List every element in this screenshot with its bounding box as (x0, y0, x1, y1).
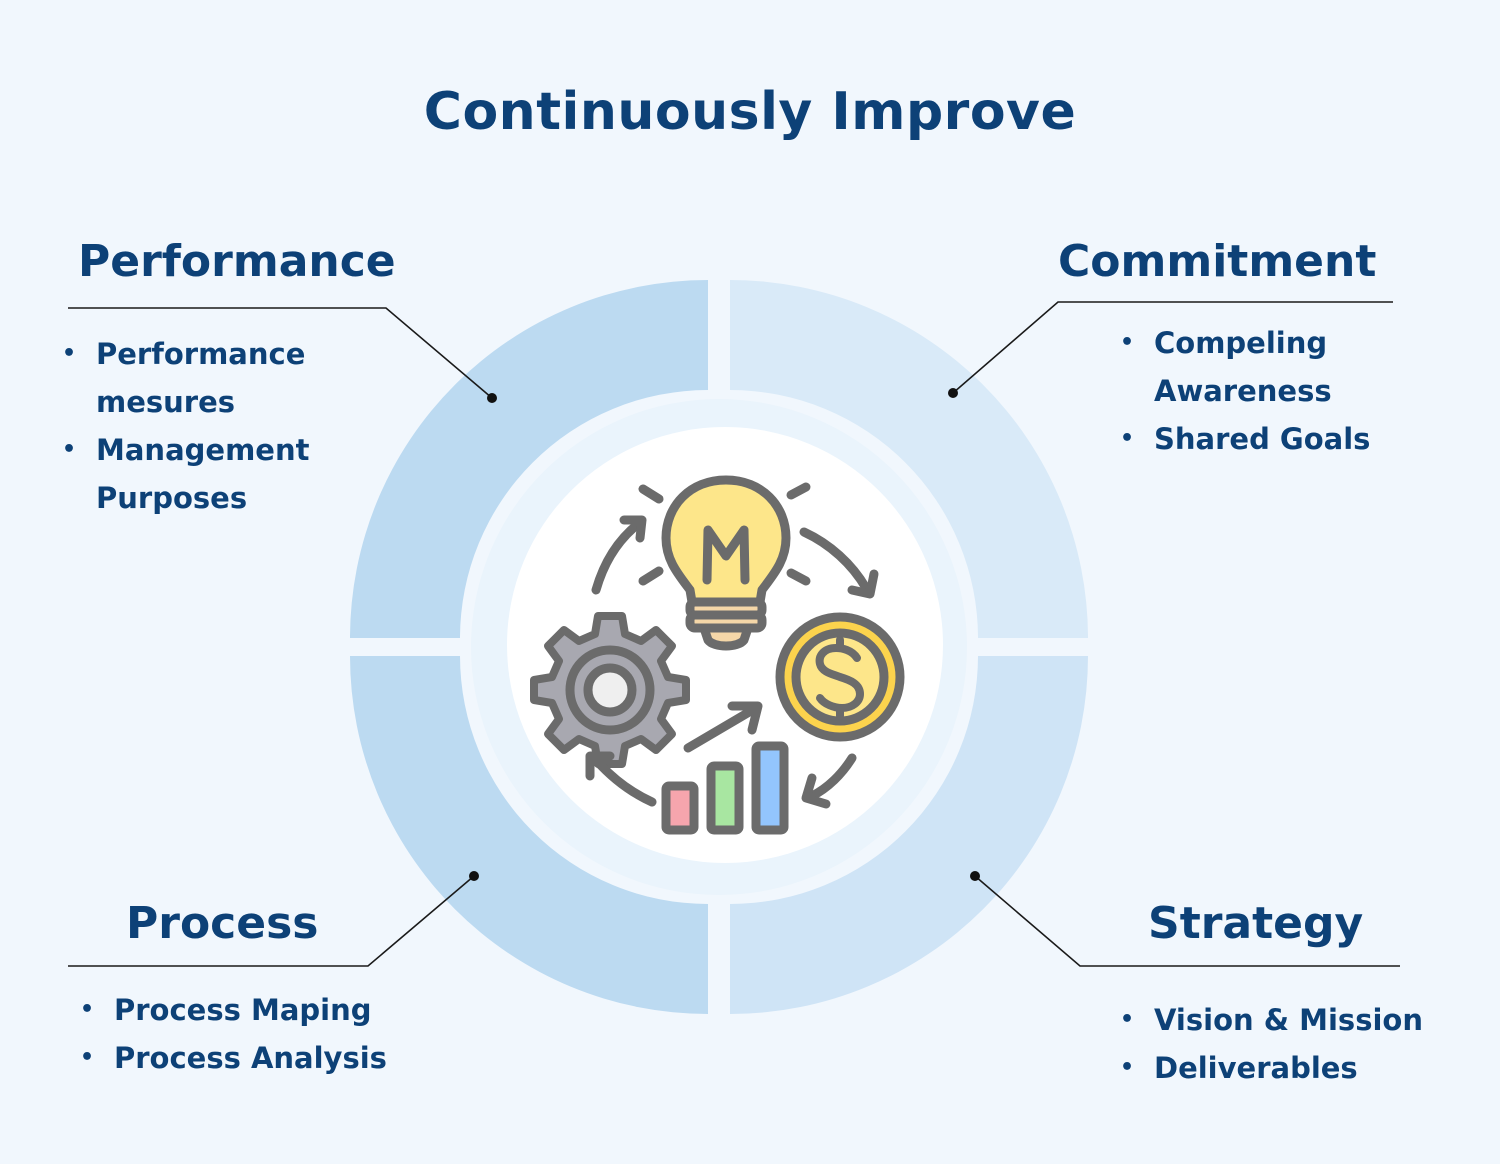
process-heading: Process (126, 898, 319, 949)
connector-process (68, 875, 475, 967)
process-list: Process Maping Process Analysis (80, 986, 420, 1082)
connector-strategy (974, 875, 1400, 967)
performance-list: Performance mesures Management Purposes (62, 330, 362, 522)
list-item: Deliverables (1120, 1044, 1460, 1092)
list-item: Vision & Mission (1120, 996, 1460, 1044)
page-title: Continuously Improve (423, 82, 1077, 142)
connector-performance (68, 307, 493, 399)
ring-segment-process (350, 656, 708, 1014)
connector-commitment (952, 301, 1393, 394)
lightbulb-icon (638, 475, 811, 651)
ring-segment-strategy (730, 656, 1088, 1014)
list-item: Shared Goals (1120, 415, 1420, 463)
bar-chart-icon (661, 701, 789, 835)
list-item: Management Purposes (62, 426, 362, 522)
connector-dot-commitment (948, 388, 958, 398)
ring-segment-commitment (730, 280, 1088, 638)
list-item: Process Maping (80, 986, 420, 1034)
dollar-coin-icon (775, 612, 905, 742)
gear-icon (530, 612, 690, 768)
list-item: Process Analysis (80, 1034, 420, 1082)
commitment-heading: Commitment (1058, 236, 1377, 287)
list-item: Compeling Awareness (1120, 319, 1364, 415)
commitment-list: Compeling Awareness Shared Goals (1120, 319, 1420, 463)
strategy-list: Vision & Mission Deliverables (1120, 996, 1460, 1092)
strategy-heading: Strategy (1148, 898, 1364, 949)
connector-dot-strategy (970, 871, 980, 881)
ring-segment-performance (350, 280, 708, 638)
connector-dot-performance (487, 393, 497, 403)
performance-heading: Performance (78, 236, 396, 287)
cycle-arrows (585, 515, 879, 809)
continuous-improvement-icon (530, 475, 905, 835)
list-item: Performance mesures (62, 330, 362, 426)
connector-dot-process (469, 871, 479, 881)
